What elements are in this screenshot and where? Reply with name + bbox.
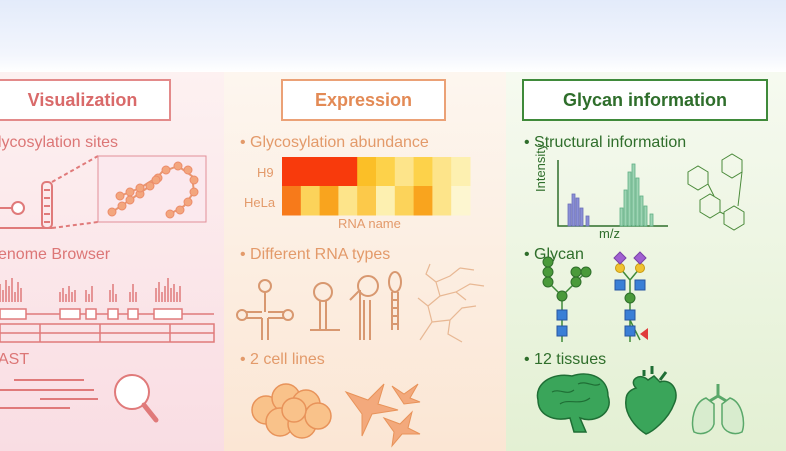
expression-panel: [224, 72, 506, 451]
fibroblast-icon: [344, 383, 421, 448]
mass-spectrum-icon: [557, 160, 668, 227]
heatmap-cell: [338, 157, 358, 187]
tissues-label: • 12 tissues: [524, 351, 607, 368]
heatmap-cell: [282, 157, 302, 187]
lung-icon: [691, 384, 745, 435]
heatmap-cell: [376, 186, 396, 216]
chemical-structure-icon: [687, 153, 745, 231]
heatmap-cell: [413, 186, 433, 216]
heatmap-cell: [319, 186, 339, 216]
heatmap-cell: [357, 157, 377, 187]
heatmap-cell: [451, 157, 471, 187]
genome-browser-label: enome Browser: [0, 246, 111, 263]
heatmap-cell: [300, 186, 321, 216]
heatmap-row-label: H9: [257, 165, 274, 180]
cell-cluster-icon: [251, 383, 332, 439]
visualization-panel: [0, 72, 224, 451]
rna-bead-structure: [107, 161, 199, 219]
heatmap-cell: [357, 186, 377, 216]
heatmap-cell: [394, 157, 415, 187]
cell-lines-label: • 2 cell lines: [240, 351, 325, 368]
heatmap-x-label: RNA name: [338, 216, 401, 231]
blast-label: AST: [0, 351, 30, 368]
spectrum-x-label: m/z: [599, 226, 620, 241]
heatmap-cell: [376, 157, 396, 187]
structural-info-label: • Structural information: [524, 134, 687, 151]
expression-heatmap: [282, 157, 471, 216]
heart-icon: [625, 366, 677, 435]
heatmap-row-label: HeLa: [244, 195, 276, 210]
rna-branching-icon: [417, 263, 485, 343]
visualization-header: Visualization: [0, 79, 171, 121]
glycosylation-sites-label: lycosylation sites: [0, 134, 119, 151]
expression-header: Expression: [281, 79, 446, 121]
heatmap-cell: [300, 157, 321, 187]
rna-types-icon: [236, 271, 402, 340]
heatmap-cell: [451, 186, 471, 216]
heatmap-cell: [394, 186, 415, 216]
heatmap-cell: [338, 186, 358, 216]
glycan-structure-icon: [542, 251, 648, 342]
heatmap-cell: [319, 157, 339, 187]
heatmap-cell: [413, 157, 433, 187]
genome-track-icon: [0, 278, 215, 343]
magnifier-icon: [0, 374, 159, 423]
glycan-header: Glycan information: [522, 79, 768, 121]
heatmap-cell: [432, 186, 452, 216]
brain-icon: [536, 373, 610, 433]
heatmap-cell: [282, 186, 302, 216]
heatmap-cell: [432, 157, 452, 187]
glycosylation-abundance-label: • Glycosylation abundance: [240, 134, 429, 151]
rna-types-label: • Different RNA types: [240, 246, 391, 263]
